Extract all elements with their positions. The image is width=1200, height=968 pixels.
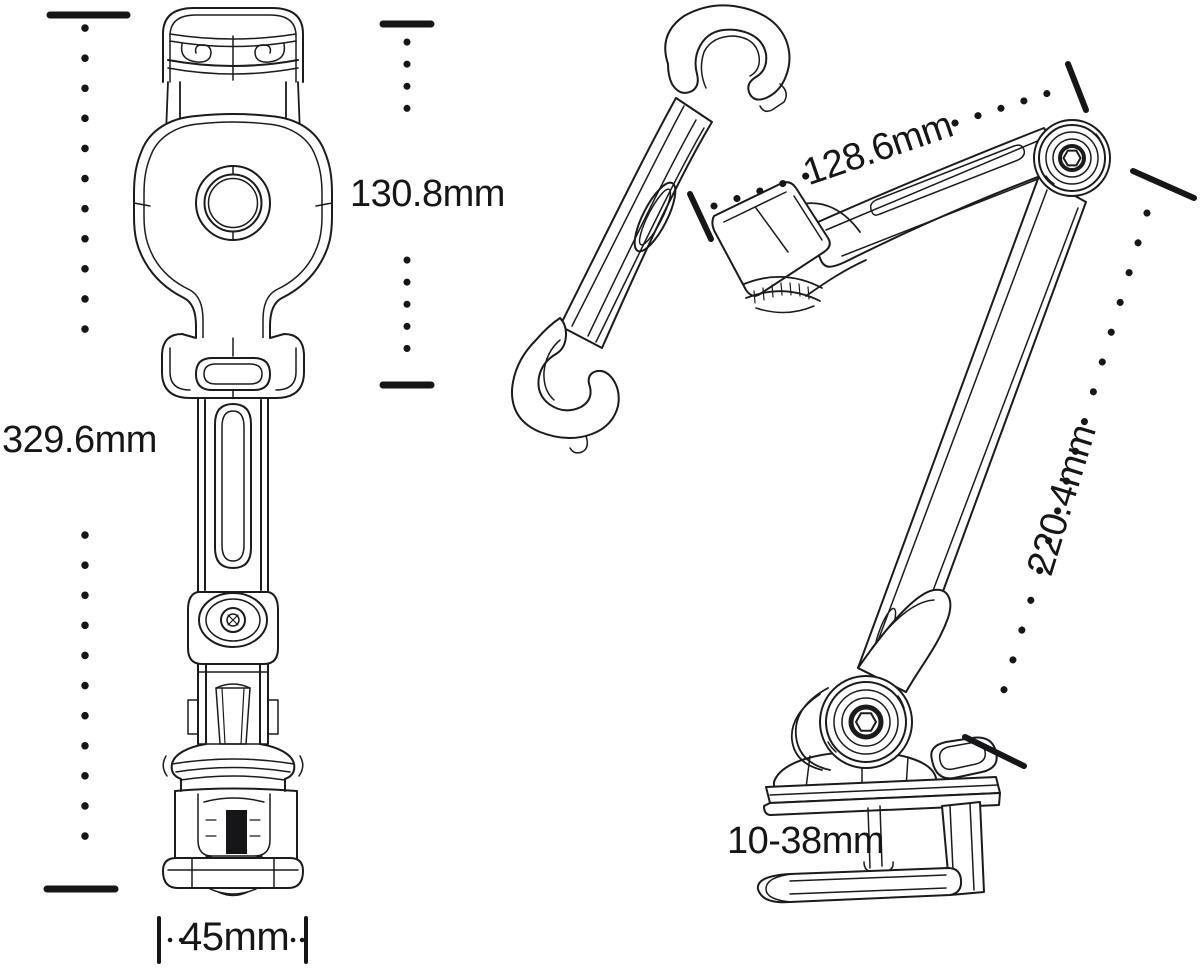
dim-total-height-label: 329.6mm — [2, 419, 157, 461]
side-view — [510, 4, 1111, 904]
dim-base-width — [157, 916, 308, 964]
front-clamp-body — [174, 787, 298, 869]
side-pivot-bracket — [790, 687, 831, 771]
dimension-lines — [43, 11, 1197, 964]
side-lower-arm — [857, 175, 1087, 693]
dim-total-height — [43, 11, 131, 893]
side-arm-cone — [801, 202, 867, 297]
side-upper-arm — [811, 127, 1069, 268]
side-clamp-c-frame — [756, 801, 985, 904]
dim-lower-arm — [962, 168, 1197, 769]
front-pole — [197, 397, 269, 593]
front-top-clamp-jaw — [162, 7, 304, 135]
side-clamp-knob — [930, 736, 998, 780]
front-folding-hinge — [187, 663, 279, 745]
front-view — [133, 7, 333, 897]
front-base-cap — [162, 743, 304, 792]
front-tilt-joint — [187, 591, 279, 665]
side-top-claw — [664, 4, 791, 113]
dim-holder-height-label: 130.8mm — [350, 173, 505, 215]
front-clamp-foot — [162, 857, 304, 897]
side-base-joint — [819, 675, 913, 769]
side-base-plate — [763, 776, 1001, 816]
side-arm-end-bracket — [857, 588, 952, 693]
front-bottom-clamp-jaw — [161, 333, 305, 399]
side-holder-mount-block — [711, 181, 831, 314]
side-elbow-joint — [1033, 119, 1111, 197]
side-bottom-claw — [510, 317, 620, 454]
side-holder-body — [559, 97, 713, 349]
front-holder-plate — [133, 113, 333, 339]
dim-clamp-range-label: 10-38mm — [727, 820, 885, 862]
dim-holder-height — [379, 20, 435, 389]
dim-base-width-label: 45mm — [180, 915, 290, 959]
dim-upper-arm — [687, 61, 1089, 242]
